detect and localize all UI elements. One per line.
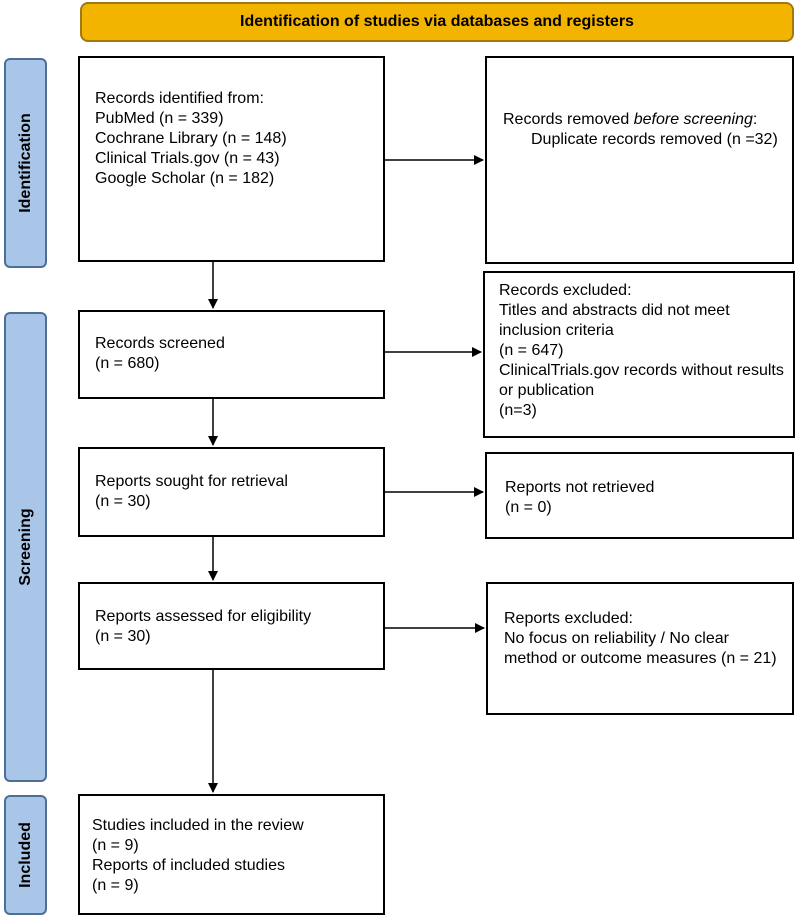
records-removed-heading-pre: Records removed — [503, 111, 634, 128]
records-excluded-heading: Records excluded: — [499, 282, 632, 299]
records-screened-label: Records screened — [95, 335, 225, 352]
records-screened-box: Records screened (n = 680) — [78, 310, 385, 399]
reports-not-retrieved-count: (n = 0) — [505, 499, 552, 516]
records-identified-box: Records identified from: PubMed (n = 339… — [78, 56, 385, 262]
records-excluded-count-1: (n = 647) — [499, 342, 564, 359]
flow-header: Identification of studies via databases … — [80, 2, 794, 42]
phase-included: Included — [4, 795, 47, 915]
records-identified-pubmed: PubMed (n = 339) — [95, 110, 224, 127]
reports-sought-box: Reports sought for retrieval (n = 30) — [78, 447, 385, 537]
duplicate-records-removed: Duplicate records removed (n =32) — [531, 131, 778, 148]
records-excluded-reason-1: Titles and abstracts did not meet inclus… — [499, 302, 730, 339]
records-excluded-count-2: (n=3) — [499, 402, 537, 419]
phase-identification: Identification — [4, 58, 47, 268]
records-excluded-reason-2: ClinicalTrials.gov records without resul… — [499, 362, 784, 399]
records-removed-heading: Records removed before screening: — [503, 110, 782, 130]
reports-included-count: (n = 9) — [92, 877, 139, 894]
reports-excluded-reason: No focus on reliability / No clear metho… — [504, 630, 777, 667]
reports-sought-label: Reports sought for retrieval — [95, 473, 288, 490]
reports-included-label: Reports of included studies — [92, 857, 285, 874]
reports-assessed-label: Reports assessed for eligibility — [95, 608, 312, 625]
header-title: Identification of studies via databases … — [240, 13, 634, 30]
studies-included-box: Studies included in the review (n = 9) R… — [78, 794, 385, 915]
reports-assessed-count: (n = 30) — [95, 628, 151, 645]
reports-sought-count: (n = 30) — [95, 493, 151, 510]
studies-included-count: (n = 9) — [92, 837, 139, 854]
records-removed-heading-em: before screening — [633, 111, 753, 128]
records-removed-heading-post: : — [752, 111, 758, 128]
records-identified-cochrane: Cochrane Library (n = 148) — [95, 130, 287, 147]
records-identified-clinicaltrials: Clinical Trials.gov (n = 43) — [95, 150, 280, 167]
phase-screening: Screening — [4, 312, 47, 782]
reports-assessed-box: Reports assessed for eligibility (n = 30… — [78, 582, 385, 670]
reports-excluded-heading: Reports excluded: — [504, 610, 633, 627]
records-identified-heading: Records identified from: — [95, 90, 264, 107]
records-identified-scholar: Google Scholar (n = 182) — [95, 170, 275, 187]
records-removed-box: Records removed before screening: Duplic… — [485, 56, 794, 264]
reports-not-retrieved-label: Reports not retrieved — [505, 479, 655, 496]
reports-excluded-box: Reports excluded: No focus on reliabilit… — [486, 582, 794, 715]
reports-not-retrieved-box: Reports not retrieved (n = 0) — [485, 452, 794, 539]
records-excluded-box: Records excluded: Titles and abstracts d… — [483, 271, 795, 438]
studies-included-label: Studies included in the review — [92, 817, 304, 834]
records-screened-count: (n = 680) — [95, 355, 160, 372]
